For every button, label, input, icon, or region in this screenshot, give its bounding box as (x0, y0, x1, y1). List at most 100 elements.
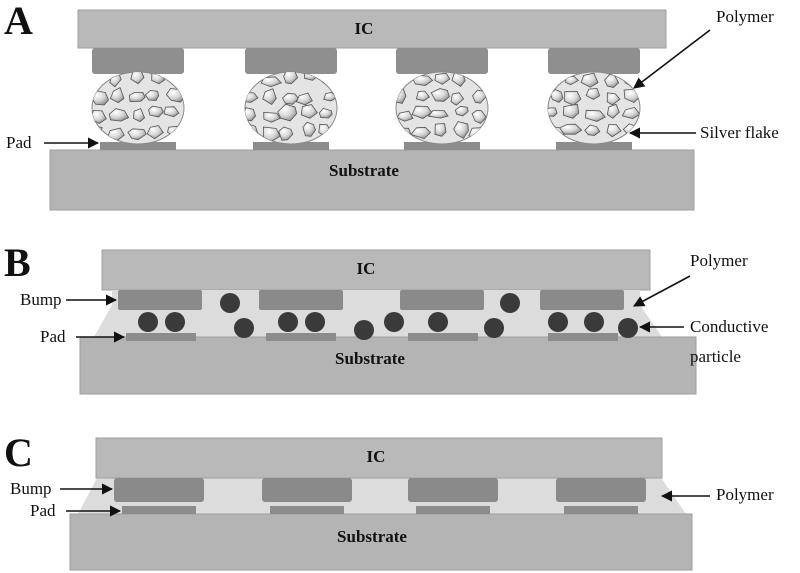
silver-flake (128, 92, 146, 103)
panel-a-pad (100, 142, 176, 150)
silver-flake (548, 107, 558, 117)
panel-a-pad (404, 142, 480, 150)
silver-flake-joint (395, 71, 489, 145)
panel-b-bump (400, 290, 484, 310)
panel-b-substrate-label: Substrate (335, 349, 405, 368)
panel-a-substrate-label: Substrate (329, 161, 399, 180)
panel-a: A IC Substrate Polymer Silver flake Pad (4, 0, 779, 211)
conductive-particle (165, 312, 185, 332)
silver-flake (245, 73, 259, 83)
conductive-particle (484, 318, 504, 338)
silver-flake (146, 125, 164, 140)
panel-a-silver-flake-joints (91, 71, 641, 145)
conductive-particle (305, 312, 325, 332)
panel-a-pad (253, 142, 329, 150)
silver-flake (450, 92, 465, 106)
silver-flake (282, 92, 300, 105)
panel-c-pad (416, 506, 490, 514)
panel-c-polymer (78, 476, 686, 514)
silver-flake (468, 127, 486, 141)
conductive-particle (354, 320, 374, 340)
silver-flake (148, 105, 164, 118)
panel-c-pad (122, 506, 196, 514)
silver-flake (606, 124, 622, 138)
conductive-particle (220, 293, 240, 313)
panel-b: B IC Substrate (4, 240, 768, 395)
panel-a-silver-flake-callout: Silver flake (700, 123, 779, 142)
silver-flake (323, 91, 337, 102)
panel-b-conductive-callout-line1: Conductive (690, 317, 768, 336)
silver-flake (300, 104, 318, 119)
conductive-particle (428, 312, 448, 332)
conductive-particle (618, 318, 638, 338)
panel-c-bump (408, 478, 498, 502)
panel-a-pad-callout: Pad (6, 133, 32, 152)
panel-b-polymer-callout: Polymer (690, 251, 748, 270)
silver-flake-joint (547, 71, 641, 145)
panel-b-conductive-particles (138, 293, 638, 340)
silver-flake (318, 107, 333, 119)
silver-flake (92, 125, 103, 137)
silver-flake (260, 76, 283, 88)
panel-c-pad-callout: Pad (30, 501, 56, 520)
silver-flake (564, 90, 582, 106)
panel-a-polymer-arrow (633, 29, 711, 89)
conductive-particle (500, 293, 520, 313)
panel-c-ic-label: IC (367, 447, 386, 466)
silver-flake (263, 111, 281, 123)
panel-a-pad (556, 142, 632, 150)
panel-b-polymer-arrow (633, 275, 691, 307)
silver-flake (396, 127, 412, 141)
panel-b-pad (408, 333, 478, 341)
panel-b-bump (540, 290, 624, 310)
panel-a-letter: A (4, 0, 33, 43)
silver-flake (434, 72, 451, 85)
silver-flake (410, 126, 432, 140)
silver-flake (278, 126, 294, 141)
panel-c-bump (114, 478, 204, 502)
silver-flake (580, 72, 599, 88)
panel-c-ic-chip (95, 437, 663, 479)
panel-c-bump-callout: Bump (10, 479, 52, 498)
silver-flake (562, 103, 580, 119)
conductive-particle (138, 312, 158, 332)
panel-b-bump-callout: Bump (20, 290, 62, 309)
silver-flake (606, 103, 620, 119)
panel-b-pad (126, 333, 196, 341)
panel-b-pad-callout: Pad (40, 327, 66, 346)
panel-c-polymer-callout: Polymer (716, 485, 774, 504)
silver-flake (434, 123, 447, 137)
silver-flake (144, 90, 160, 101)
panel-b-ic-label: IC (357, 259, 376, 278)
panel-c-substrate-label: Substrate (337, 527, 407, 546)
panel-a-bump (92, 48, 184, 74)
silver-flake (427, 110, 449, 119)
panel-a-bump (245, 48, 337, 74)
panel-b-pad (548, 333, 618, 341)
silver-flake (584, 109, 606, 122)
silver-flake (396, 110, 414, 122)
panel-c: C IC Substrate Bump Pad Polymer (4, 430, 774, 571)
panel-b-conductive-callout-line2: particle (690, 347, 741, 366)
panel-b-pad (266, 333, 336, 341)
silver-flake (584, 124, 601, 136)
panel-c-substrate (69, 513, 693, 571)
panel-a-substrate (49, 149, 695, 211)
silver-flake (453, 121, 469, 139)
silver-flake (415, 90, 430, 102)
silver-flake (621, 106, 640, 120)
silver-flake (108, 108, 130, 122)
panel-a-polymer-callout: Polymer (716, 7, 774, 26)
panel-a-bump (396, 48, 488, 74)
silver-flake (127, 128, 147, 141)
silver-flake (565, 75, 580, 86)
panel-b-substrate (79, 336, 697, 395)
silver-flake-joint (244, 71, 338, 145)
silver-flake (295, 92, 313, 106)
panel-c-pad (564, 506, 638, 514)
conductive-particle (584, 312, 604, 332)
conductive-particle (278, 312, 298, 332)
silver-flake (163, 106, 180, 118)
